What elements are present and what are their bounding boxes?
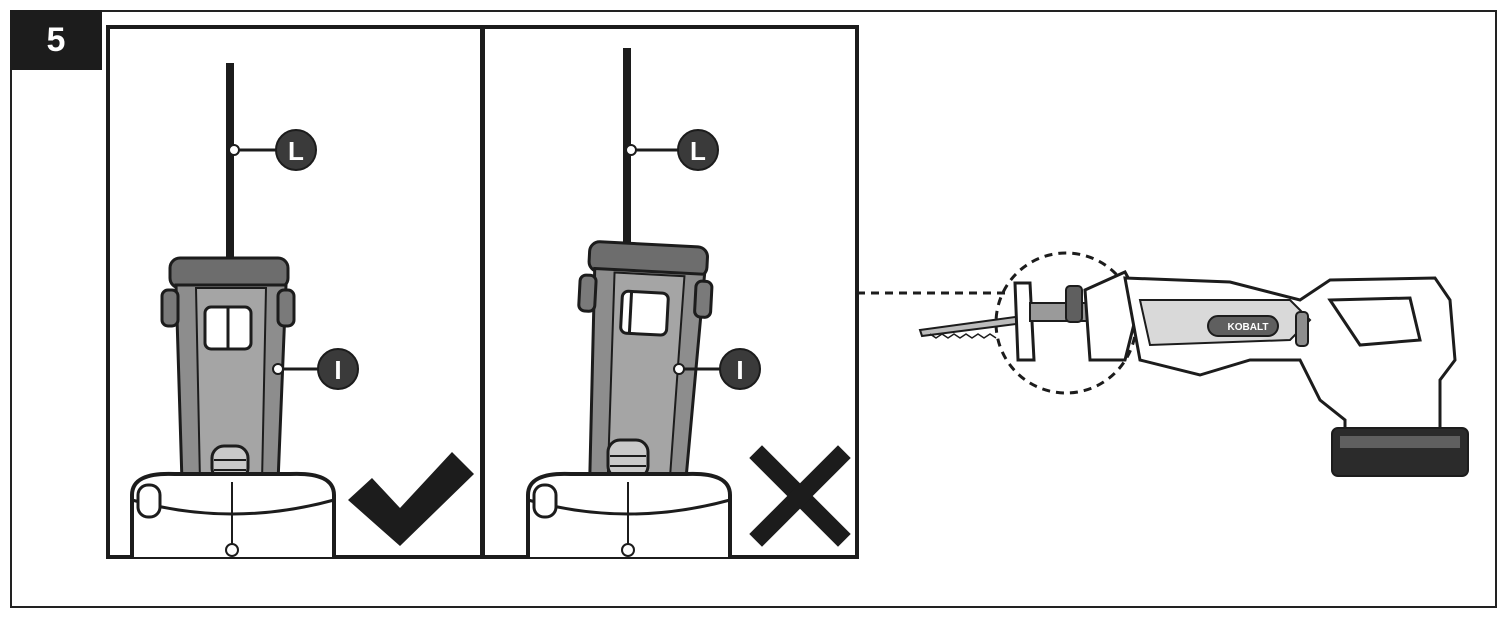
step-number-badge: 5 [10, 10, 102, 70]
saw-collar-icon [526, 471, 732, 557]
check-mark-icon [348, 452, 474, 546]
callout-plunger-label: I [334, 355, 341, 385]
callout-plunger-label: I [736, 355, 743, 385]
saw-blade-icon [226, 63, 234, 258]
plunger-icon [577, 240, 714, 485]
clamp-screw-icon [210, 444, 250, 482]
saw-collar-icon [130, 471, 336, 557]
figure-frame [10, 10, 1497, 608]
panel-incorrect: L I [481, 25, 859, 559]
reciprocating-saw-icon: KOBALT [918, 251, 1469, 477]
plunger-icon [160, 256, 296, 484]
callout-blade-label: L [690, 136, 706, 166]
callout-blade-label: L [288, 136, 304, 166]
clamp-screw-icon [606, 438, 650, 480]
callout-plunger: I [673, 348, 761, 390]
callout-plunger: I [272, 348, 359, 390]
x-mark-icon [749, 445, 851, 547]
panel-correct: L I [106, 25, 484, 559]
callout-blade: L [625, 129, 719, 171]
step-number: 5 [46, 20, 66, 59]
callout-blade: L [228, 129, 317, 171]
brand-logo-text: KOBALT [1228, 322, 1269, 333]
